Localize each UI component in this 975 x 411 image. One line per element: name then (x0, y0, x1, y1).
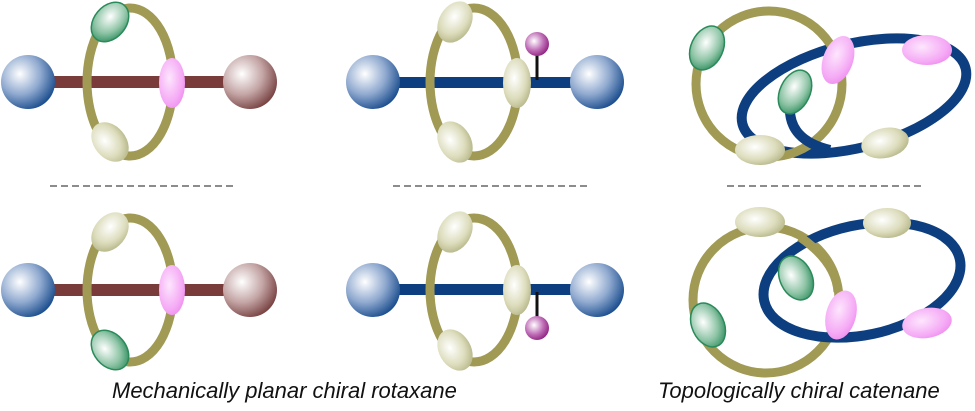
unit-beige-bottom (437, 121, 473, 163)
unit-beige-top (437, 211, 473, 253)
catenane-bottom (688, 207, 966, 378)
unit-pink (159, 265, 185, 315)
stopper-brown (223, 55, 277, 109)
substituent-purple (525, 316, 549, 340)
unit-pink (159, 58, 185, 108)
stopper-brown (223, 263, 277, 317)
substituent-purple (525, 32, 549, 56)
stopper-blue-left (346, 55, 400, 109)
unit-beige-middle (503, 58, 531, 108)
unit-beige-navy (861, 127, 909, 159)
stopper-blue (1, 55, 55, 109)
navy-ring (758, 217, 966, 343)
rotaxane-b-bottom (346, 211, 624, 371)
unit-pink-shared (821, 35, 855, 85)
unit-beige-bottom (437, 329, 473, 371)
caption-rotaxane: Mechanically planar chiral rotaxane (112, 378, 457, 403)
stopper-blue (1, 263, 55, 317)
axle (395, 284, 590, 295)
unit-beige (91, 122, 129, 162)
unit-pink-navy (902, 35, 952, 65)
stopper-blue-right (570, 55, 624, 109)
axle (50, 284, 240, 296)
unit-beige-navy (863, 208, 911, 238)
rotaxane-b-top (346, 1, 624, 163)
stopper-blue-right (570, 263, 624, 317)
axle (395, 77, 590, 88)
unit-green-olive (688, 25, 726, 71)
unit-pink-navy (902, 307, 952, 339)
unit-beige (91, 212, 129, 252)
unit-green-navy (777, 255, 815, 301)
unit-beige-olive (735, 207, 785, 237)
catenane-top (688, 6, 972, 165)
unit-green (90, 1, 130, 43)
olive-ring-front-segment (797, 233, 843, 293)
caption-catenane: Topologically chiral catenane (658, 378, 940, 403)
stopper-blue-left (346, 263, 400, 317)
axle (50, 76, 240, 88)
unit-green (90, 329, 130, 371)
unit-green-olive (689, 302, 727, 348)
unit-beige-olive (735, 135, 785, 165)
rotaxane-a-top (1, 1, 277, 162)
unit-green-navy (777, 69, 813, 115)
unit-beige-top (437, 1, 473, 43)
unit-beige-middle (503, 265, 531, 315)
unit-pink-shared (825, 290, 857, 340)
rotaxane-a-bottom (1, 212, 277, 371)
